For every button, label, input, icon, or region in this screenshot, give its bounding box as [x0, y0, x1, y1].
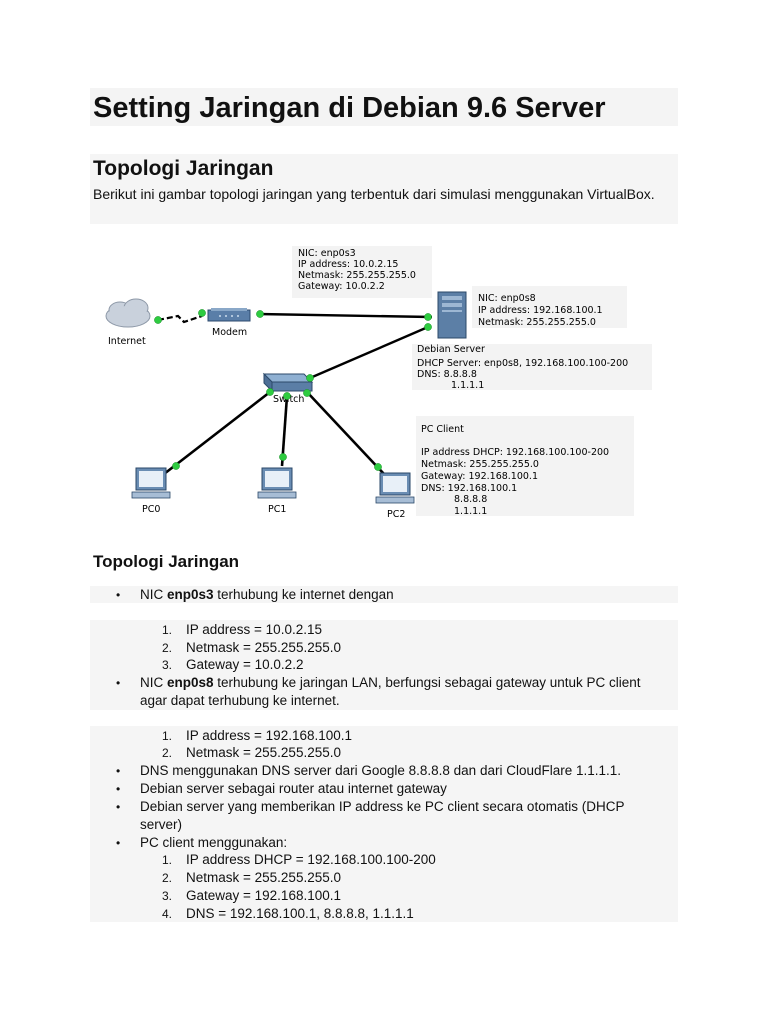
list-number: 2. — [154, 869, 172, 887]
pc-client-line: DNS: 192.168.100.1 — [421, 483, 517, 494]
pc-client-line: Gateway: 192.168.100.1 — [421, 471, 538, 482]
modem-icon — [208, 308, 250, 321]
list-item: NIC enp0s8 terhubung ke jaringan LAN, be… — [140, 674, 641, 692]
internet-modem-link — [158, 316, 202, 322]
bullet-glyph: • — [116, 780, 120, 798]
pc-client-line: IP address DHCP: 192.168.100.100-200 — [421, 447, 609, 458]
list-item: Netmask = 255.255.255.0 — [186, 744, 341, 762]
pc0-label: PC0 — [142, 504, 160, 515]
list-item: Netmask = 255.255.255.0 — [186, 639, 341, 657]
nic-enp0s3-line: Gateway: 10.0.2.2 — [298, 281, 385, 292]
network-topology-diagram: NIC: enp0s3 IP address: 10.0.2.15 Netmas… — [98, 240, 668, 525]
list-number: 4. — [154, 905, 172, 923]
internet-label: Internet — [108, 336, 146, 347]
list-number: 3. — [154, 656, 172, 674]
bullet-glyph: • — [116, 674, 120, 692]
list-item: PC client menggunakan: — [140, 834, 287, 852]
list-item: Gateway = 10.0.2.2 — [186, 656, 303, 674]
page-title: Setting Jaringan di Debian 9.6 Server — [93, 88, 606, 128]
pc2-label: PC2 — [387, 509, 405, 520]
list-item: IP address = 192.168.100.1 — [186, 727, 352, 745]
modem-server-link — [258, 314, 432, 317]
server-icon — [438, 292, 466, 338]
list-item: Gateway = 192.168.100.1 — [186, 887, 341, 905]
list-number: 3. — [154, 887, 172, 905]
list-number: 1. — [154, 621, 172, 639]
bullet-glyph: • — [116, 762, 120, 780]
pc1-computer-icon — [258, 468, 296, 498]
list-number: 1. — [154, 727, 172, 745]
section-heading-topologi: Topologi Jaringan — [93, 154, 273, 184]
pc-client-line: Netmask: 255.255.255.0 — [421, 459, 539, 470]
bullet-glyph: • — [116, 834, 120, 852]
nic-enp0s3-line: Netmask: 255.255.255.0 — [298, 270, 416, 281]
switch-pc0-link — [164, 392, 270, 474]
list-item: Netmask = 255.255.255.0 — [186, 869, 341, 887]
list-number: 2. — [154, 639, 172, 657]
list-item-continuation: agar dapat terhubung ke internet. — [140, 692, 340, 710]
list-background — [90, 620, 678, 674]
list-item: Debian server sebagai router atau intern… — [140, 780, 447, 798]
nic-enp0s8-line: IP address: 192.168.100.1 — [478, 305, 603, 316]
server-info-line: DHCP Server: enp0s8, 192.168.100.100-200 — [417, 358, 628, 369]
intro-paragraph: Berikut ini gambar topologi jaringan yan… — [93, 185, 673, 204]
pc-client-line: 1.1.1.1 — [454, 506, 487, 517]
pc1-label: PC1 — [268, 504, 286, 515]
pc2-computer-icon — [376, 473, 414, 503]
list-item: IP address = 10.0.2.15 — [186, 621, 322, 639]
list-item: Debian server yang memberikan IP address… — [140, 798, 624, 816]
server-switch-link — [310, 327, 428, 378]
pc-client-line: PC Client — [421, 424, 464, 435]
pc-client-line: 8.8.8.8 — [454, 494, 487, 505]
cloud-icon — [106, 299, 150, 327]
list-number: 1. — [154, 851, 172, 869]
list-number: 2. — [154, 744, 172, 762]
server-info-line: DNS: 8.8.8.8 — [417, 369, 477, 380]
switch-pc2-link — [307, 392, 384, 474]
server-info-line: 1.1.1.1 — [451, 380, 484, 391]
list-item: DNS menggunakan DNS server dari Google 8… — [140, 762, 621, 780]
section-heading-topologi-list: Topologi Jaringan — [93, 550, 239, 574]
list-item: DNS = 192.168.100.1, 8.8.8.8, 1.1.1.1 — [186, 905, 414, 923]
pc0-computer-icon — [132, 468, 170, 498]
bullet-glyph: • — [116, 798, 120, 816]
nic-enp0s8-line: Netmask: 255.255.255.0 — [478, 317, 596, 328]
modem-label: Modem — [212, 327, 247, 338]
nic-enp0s3-line: IP address: 10.0.2.15 — [298, 259, 398, 270]
list-item-continuation: server) — [140, 816, 182, 834]
server-label: Debian Server — [417, 344, 485, 355]
nic-enp0s8-line: NIC: enp0s8 — [478, 293, 536, 304]
bullet-glyph: • — [116, 586, 120, 604]
list-item: IP address DHCP = 192.168.100.100-200 — [186, 851, 436, 869]
list-item: NIC enp0s3 terhubung ke internet dengan — [140, 586, 394, 604]
nic-enp0s3-line: NIC: enp0s3 — [298, 248, 356, 259]
